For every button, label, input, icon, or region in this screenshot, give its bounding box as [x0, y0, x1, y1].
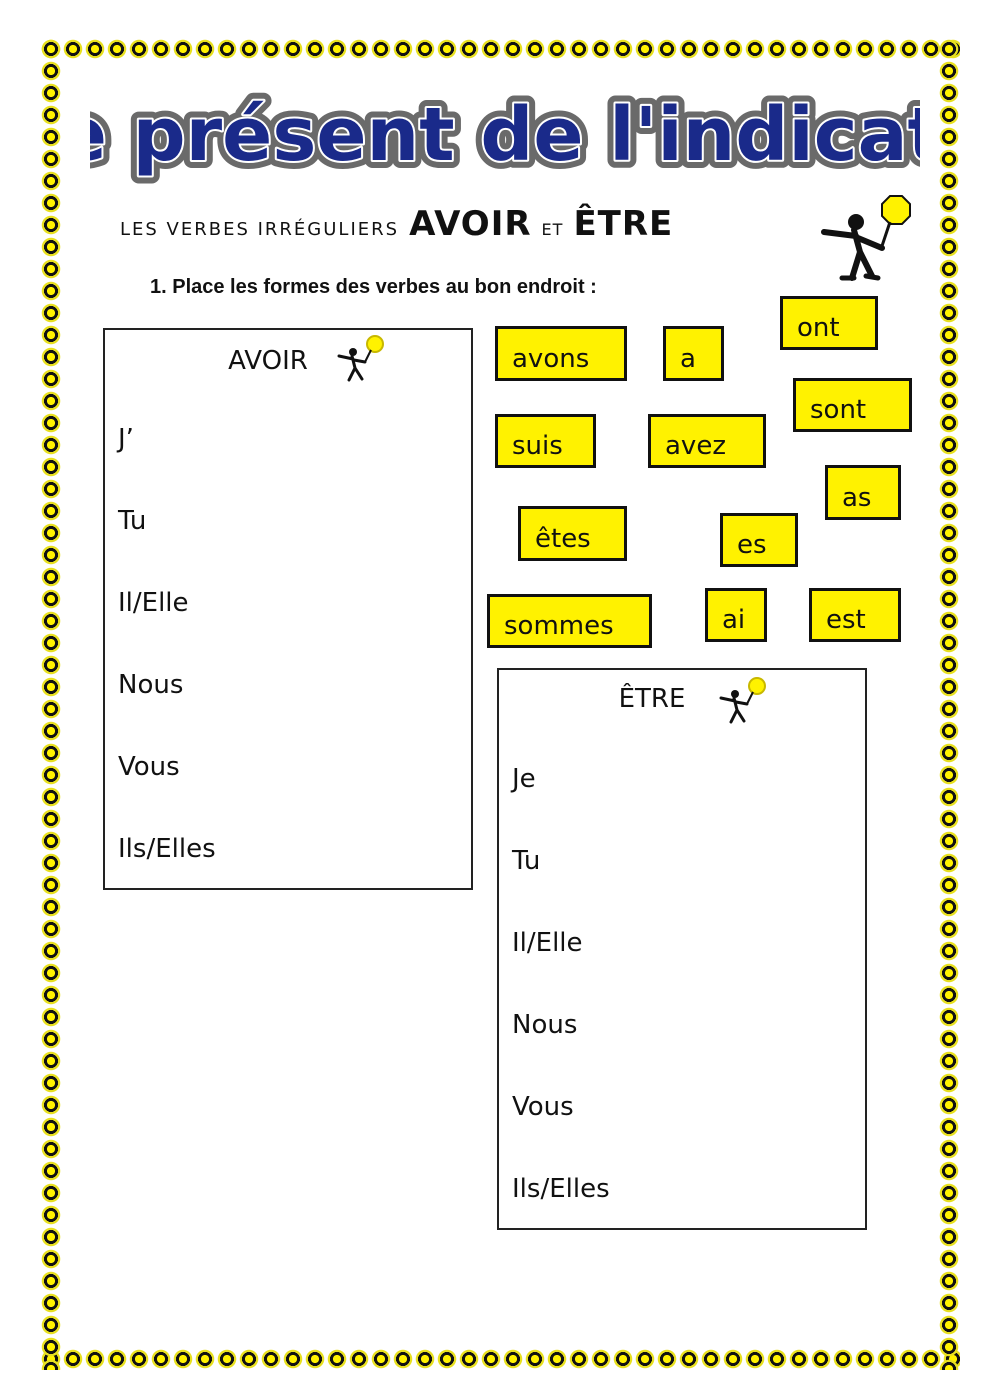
word-chip-etes-label: êtes	[535, 524, 591, 554]
avoir-pronoun-ils: Ils/Elles	[118, 834, 216, 864]
etre-conjugation-box[interactable]: ÊTRE Je Tu Il/Elle Nous Vous Ils/Elles	[497, 668, 867, 1230]
word-chip-as[interactable]: as	[825, 465, 901, 520]
subtitle-prefix: LES VERBES IRRÉGULIERS	[120, 219, 400, 240]
avoir-box-title: AVOIR	[228, 346, 308, 376]
word-chip-est[interactable]: est	[809, 588, 901, 642]
instruction-text: 1. Place les formes des verbes au bon en…	[150, 276, 597, 298]
decorative-border-left	[40, 38, 62, 1370]
etre-pronoun-je: Je	[512, 764, 536, 794]
avoir-conjugation-box[interactable]: AVOIR J’ Tu Il/Elle Nous Vous Ils/Elles	[103, 328, 473, 890]
word-chip-est-label: est	[826, 605, 866, 635]
etre-pronoun-tu: Tu	[512, 846, 541, 876]
word-chip-ai[interactable]: ai	[705, 588, 767, 642]
word-chip-a[interactable]: a	[663, 326, 724, 381]
subtitle-verb-etre: ÊTRE	[573, 204, 674, 244]
stickman-small-icon	[719, 677, 766, 724]
word-chip-avons[interactable]: avons	[495, 326, 627, 381]
word-chip-es[interactable]: es	[720, 513, 798, 567]
word-chip-sont-label: sont	[810, 395, 867, 425]
decorative-border-bottom	[40, 1348, 960, 1370]
word-chip-ont-label: ont	[797, 313, 840, 343]
word-chip-avez[interactable]: avez	[648, 414, 766, 468]
word-chip-etes[interactable]: êtes	[518, 506, 627, 561]
word-chip-sommes-label: sommes	[504, 611, 614, 641]
etre-pronoun-vous: Vous	[512, 1092, 574, 1122]
subtitle: LES VERBES IRRÉGULIERS AVOIR ET ÊTRE	[120, 204, 673, 254]
subtitle-verb-avoir: AVOIR	[409, 204, 532, 244]
etre-box-title: ÊTRE	[618, 684, 686, 714]
avoir-pronoun-il: Il/Elle	[118, 588, 189, 618]
decorative-border-top	[40, 38, 960, 60]
word-chip-avons-label: avons	[512, 344, 590, 374]
word-chip-ai-label: ai	[722, 605, 746, 635]
word-chip-as-label: as	[842, 483, 872, 513]
word-chip-a-label: a	[680, 344, 696, 374]
etre-pronoun-il: Il/Elle	[512, 928, 583, 958]
page-title: Le présent de l'indicatif Le présent de …	[90, 84, 920, 186]
word-chip-suis-label: suis	[512, 431, 563, 461]
avoir-pronoun-vous: Vous	[118, 752, 180, 782]
stickman-sign-icon	[821, 195, 911, 281]
avoir-pronoun-tu: Tu	[118, 506, 147, 536]
word-chip-suis[interactable]: suis	[495, 414, 596, 468]
page-title-shadow: Le présent de l'indicatif	[90, 92, 920, 178]
word-chip-ont[interactable]: ont	[780, 296, 878, 350]
etre-pronoun-nous: Nous	[512, 1010, 578, 1040]
word-chip-sommes[interactable]: sommes	[487, 594, 652, 648]
subtitle-conjunction: ET	[541, 220, 564, 239]
word-chip-avez-label: avez	[665, 431, 726, 461]
decorative-border-right	[938, 38, 960, 1370]
etre-pronoun-ils: Ils/Elles	[512, 1174, 610, 1204]
avoir-pronoun-nous: Nous	[118, 670, 184, 700]
word-chip-es-label: es	[737, 530, 767, 560]
stickman-small-icon	[337, 335, 384, 382]
page-title-text: Le présent de l'indicatif	[90, 92, 920, 178]
avoir-pronoun-je: J’	[118, 424, 134, 454]
word-chip-sont[interactable]: sont	[793, 378, 912, 432]
